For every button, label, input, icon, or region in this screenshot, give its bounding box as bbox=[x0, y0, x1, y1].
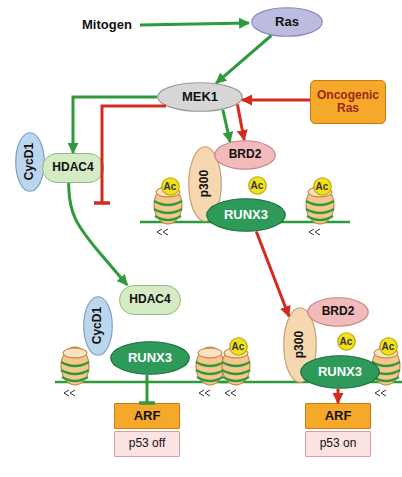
node-shape bbox=[111, 342, 190, 375]
node-label: RUNX3 bbox=[128, 351, 172, 365]
node-shape bbox=[252, 8, 323, 37]
acetyl-mark: Ac bbox=[229, 337, 248, 356]
node-shape bbox=[308, 298, 369, 327]
brd2-ellipse: BRD2 bbox=[307, 297, 369, 327]
node-shape bbox=[84, 297, 113, 356]
acetyl-mark: Ac bbox=[337, 332, 356, 351]
node-label: BRD2 bbox=[229, 148, 262, 161]
state-box: p53 off bbox=[114, 431, 180, 457]
node-shape bbox=[207, 199, 286, 232]
activation-arrow bbox=[242, 99, 310, 102]
acetyl-mark: Ac bbox=[161, 177, 180, 196]
node-shape bbox=[379, 337, 397, 355]
node-label: Ac bbox=[232, 341, 245, 352]
acetyl-mark: Ac bbox=[379, 337, 398, 356]
node-label: HDAC4 bbox=[52, 161, 93, 174]
acetyl-mark: Ac bbox=[248, 176, 267, 195]
node-label: MEK1 bbox=[182, 90, 218, 104]
node-label: RUNX3 bbox=[224, 208, 268, 222]
activation-arrow bbox=[337, 389, 340, 403]
node-shape bbox=[337, 332, 355, 350]
runx3-ellipse: RUNX3 bbox=[110, 341, 190, 375]
node-label: Ac bbox=[164, 181, 177, 192]
nucleosome bbox=[61, 347, 89, 396]
node-label: p300 bbox=[198, 170, 211, 197]
node-shape bbox=[158, 83, 243, 112]
node-label: Oncogenic Ras bbox=[313, 89, 383, 115]
cyclin-ellipse: CycD1 bbox=[15, 132, 45, 192]
node-label: Ac bbox=[316, 181, 329, 192]
hdac-pill: HDAC4 bbox=[119, 285, 181, 315]
node-label: Ac bbox=[382, 341, 395, 352]
stimulus-arrow bbox=[140, 23, 249, 25]
nucleosome bbox=[196, 347, 224, 396]
node-label: Ac bbox=[251, 180, 264, 191]
node-label: ARF bbox=[134, 409, 161, 423]
node-label: Ras bbox=[275, 15, 299, 29]
node-shape bbox=[248, 176, 266, 194]
node-label: BRD2 bbox=[322, 305, 355, 318]
node-shape bbox=[215, 141, 276, 170]
gene-box: ARF bbox=[305, 403, 371, 429]
node-label: HDAC4 bbox=[129, 293, 170, 306]
node-shape bbox=[301, 356, 380, 389]
activation-arrow bbox=[216, 36, 271, 84]
brd2-ellipse: BRD2 bbox=[214, 140, 276, 170]
stimulus-label: Mitogen bbox=[82, 17, 132, 32]
repression-bar bbox=[146, 375, 149, 403]
oncogene-box: Oncogenic Ras bbox=[310, 80, 386, 124]
node-shape bbox=[16, 133, 45, 192]
kinase-ellipse: MEK1 bbox=[157, 82, 243, 112]
node-label: Ac bbox=[340, 336, 353, 347]
node-label: ARF bbox=[325, 409, 352, 423]
node-label: p53 off bbox=[129, 437, 165, 450]
node-shape bbox=[313, 177, 331, 195]
node-label: p53 on bbox=[320, 437, 357, 450]
state-box: p53 on bbox=[305, 431, 371, 457]
activation-arrow bbox=[237, 104, 244, 140]
runx3-ellipse: RUNX3 bbox=[300, 355, 380, 389]
hdac-pill: HDAC4 bbox=[42, 153, 104, 183]
activation-arrow bbox=[73, 97, 157, 153]
cyclin-ellipse: CycD1 bbox=[83, 296, 113, 356]
acetyl-mark: Ac bbox=[313, 177, 332, 196]
runx3-ellipse: RUNX3 bbox=[206, 198, 286, 232]
node-label: RUNX3 bbox=[318, 365, 362, 379]
protein-ellipse: Ras bbox=[251, 7, 323, 37]
node-label: CycD1 bbox=[23, 143, 36, 180]
node-label: p300 bbox=[293, 331, 306, 358]
activation-arrow bbox=[223, 110, 230, 142]
node-label: CycD1 bbox=[91, 307, 104, 344]
node-shape bbox=[161, 177, 179, 195]
translocation-arrow bbox=[69, 183, 128, 285]
gene-box: ARF bbox=[114, 403, 180, 429]
inhibition-line bbox=[102, 106, 166, 203]
activation-arrow bbox=[256, 231, 289, 316]
node-shape bbox=[229, 337, 247, 355]
